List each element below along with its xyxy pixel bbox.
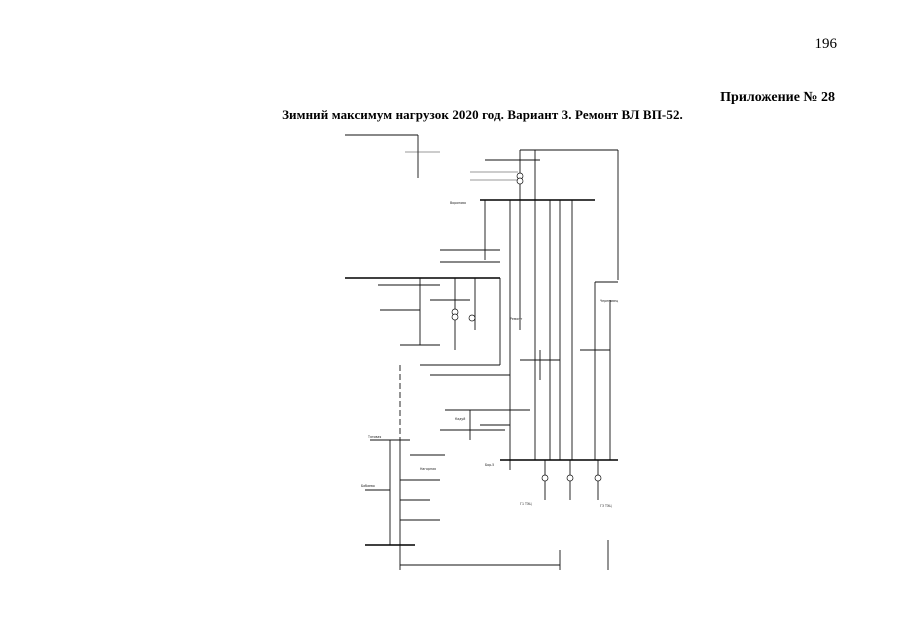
generator-feeders — [541, 460, 602, 500]
page-number: 196 — [814, 36, 838, 52]
appendix-heading: Приложение № 28 — [720, 90, 835, 105]
label-remont: Ремонт — [510, 317, 522, 321]
label-kaduy: Кадуй — [455, 417, 465, 421]
label-voronova: Воронова — [450, 201, 466, 205]
label-tyagovaya: Тяговая — [367, 435, 381, 439]
label-g1-tets: Г1 ТЭЦ — [520, 502, 532, 506]
upper-source-group — [470, 150, 540, 200]
label-nagornaya: Нагорная — [420, 467, 436, 471]
mid-right-node — [430, 349, 610, 380]
top-left-feeder — [345, 134, 618, 178]
label-bor5: Бор-5 — [485, 463, 494, 467]
bottom-feeder — [399, 540, 609, 570]
middle-cluster — [345, 249, 501, 366]
right-boundary — [594, 150, 619, 460]
label-cherepovets: Череповец — [600, 299, 619, 303]
label-g3-tets: Г3 ТЭЦ — [600, 504, 612, 508]
lower-middle-station — [440, 409, 530, 440]
label-babaevo: Бабаево — [361, 484, 375, 488]
vertical-feeders — [484, 200, 573, 470]
left-lower-branch — [365, 439, 445, 546]
station-labels: Тяговая Бабаево Нагорная Воронова Ремонт… — [361, 201, 619, 508]
document-title: Зимний максимум нагрузок 2020 год. Вариа… — [282, 107, 683, 122]
